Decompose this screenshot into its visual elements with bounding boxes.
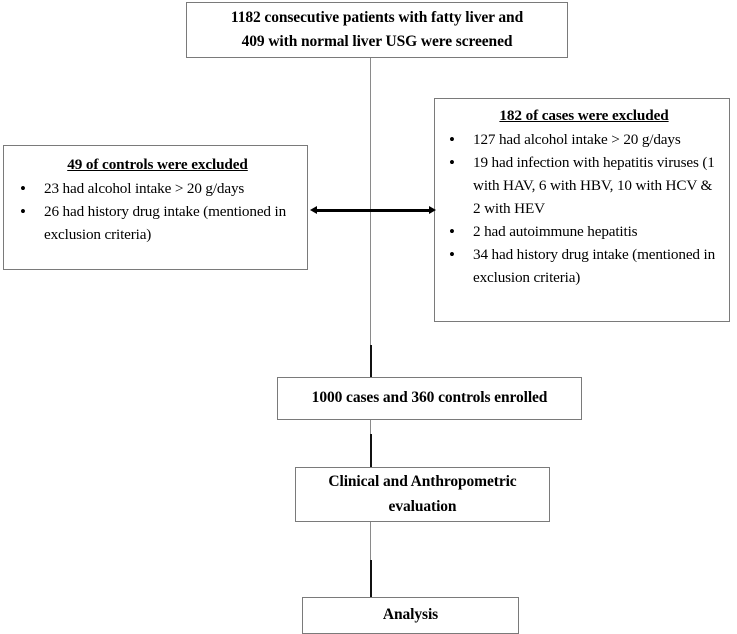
node-analysis: Analysis bbox=[302, 597, 519, 634]
node-cases-excluded-heading: 182 of cases were excluded bbox=[499, 107, 669, 124]
node-controls-excluded: 49 of controls were excluded 23 had alco… bbox=[3, 145, 308, 270]
node-enrolled: 1000 cases and 360 controls enrolled bbox=[277, 377, 582, 420]
list-item: 23 had alcohol intake > 20 g/days bbox=[18, 176, 297, 202]
list-item: 34 had history drug intake (mentioned in… bbox=[447, 242, 721, 289]
node-evaluation: Clinical and Anthropometric evaluation bbox=[295, 467, 550, 522]
connector-arrow-stem-lower bbox=[369, 560, 372, 597]
list-item: 127 had alcohol intake > 20 g/days bbox=[447, 127, 721, 153]
list-item: 2 had autoimmune hepatitis bbox=[447, 219, 721, 245]
connector-screened-to-enrolled bbox=[370, 57, 372, 377]
node-controls-excluded-heading: 49 of controls were excluded bbox=[67, 156, 248, 173]
arrow-head-left-icon bbox=[310, 206, 317, 214]
node-screened-line-2: 409 with normal liver USG were screened bbox=[241, 33, 513, 50]
node-cases-excluded-list: 127 had alcohol intake > 20 g/days 19 ha… bbox=[447, 127, 721, 290]
double-arrow-icon bbox=[310, 206, 436, 215]
list-item: 19 had infection with hepatitis viruses … bbox=[447, 150, 721, 220]
list-item: 26 had history drug intake (mentioned in… bbox=[18, 199, 297, 246]
node-screened-patients: 1182 consecutive patients with fatty liv… bbox=[186, 2, 568, 58]
arrow-head-right-icon bbox=[429, 206, 436, 214]
connector-evaluation-to-analysis bbox=[370, 522, 372, 597]
node-controls-excluded-list: 23 had alcohol intake > 20 g/days 26 had… bbox=[18, 176, 297, 246]
node-screened-line-1: 1182 consecutive patients with fatty liv… bbox=[230, 8, 524, 26]
arrow-shaft bbox=[315, 209, 431, 213]
node-evaluation-line-2: evaluation bbox=[388, 497, 457, 515]
connector-arrow-stem-middle bbox=[369, 434, 372, 467]
connector-arrow-stem-upper bbox=[369, 345, 372, 377]
node-analysis-label: Analysis bbox=[382, 606, 439, 624]
node-evaluation-line-1: Clinical and Anthropometric bbox=[328, 473, 517, 491]
node-enrolled-label: 1000 cases and 360 controls enrolled bbox=[311, 389, 548, 407]
node-cases-excluded: 182 of cases were excluded 127 had alcoh… bbox=[434, 98, 730, 322]
